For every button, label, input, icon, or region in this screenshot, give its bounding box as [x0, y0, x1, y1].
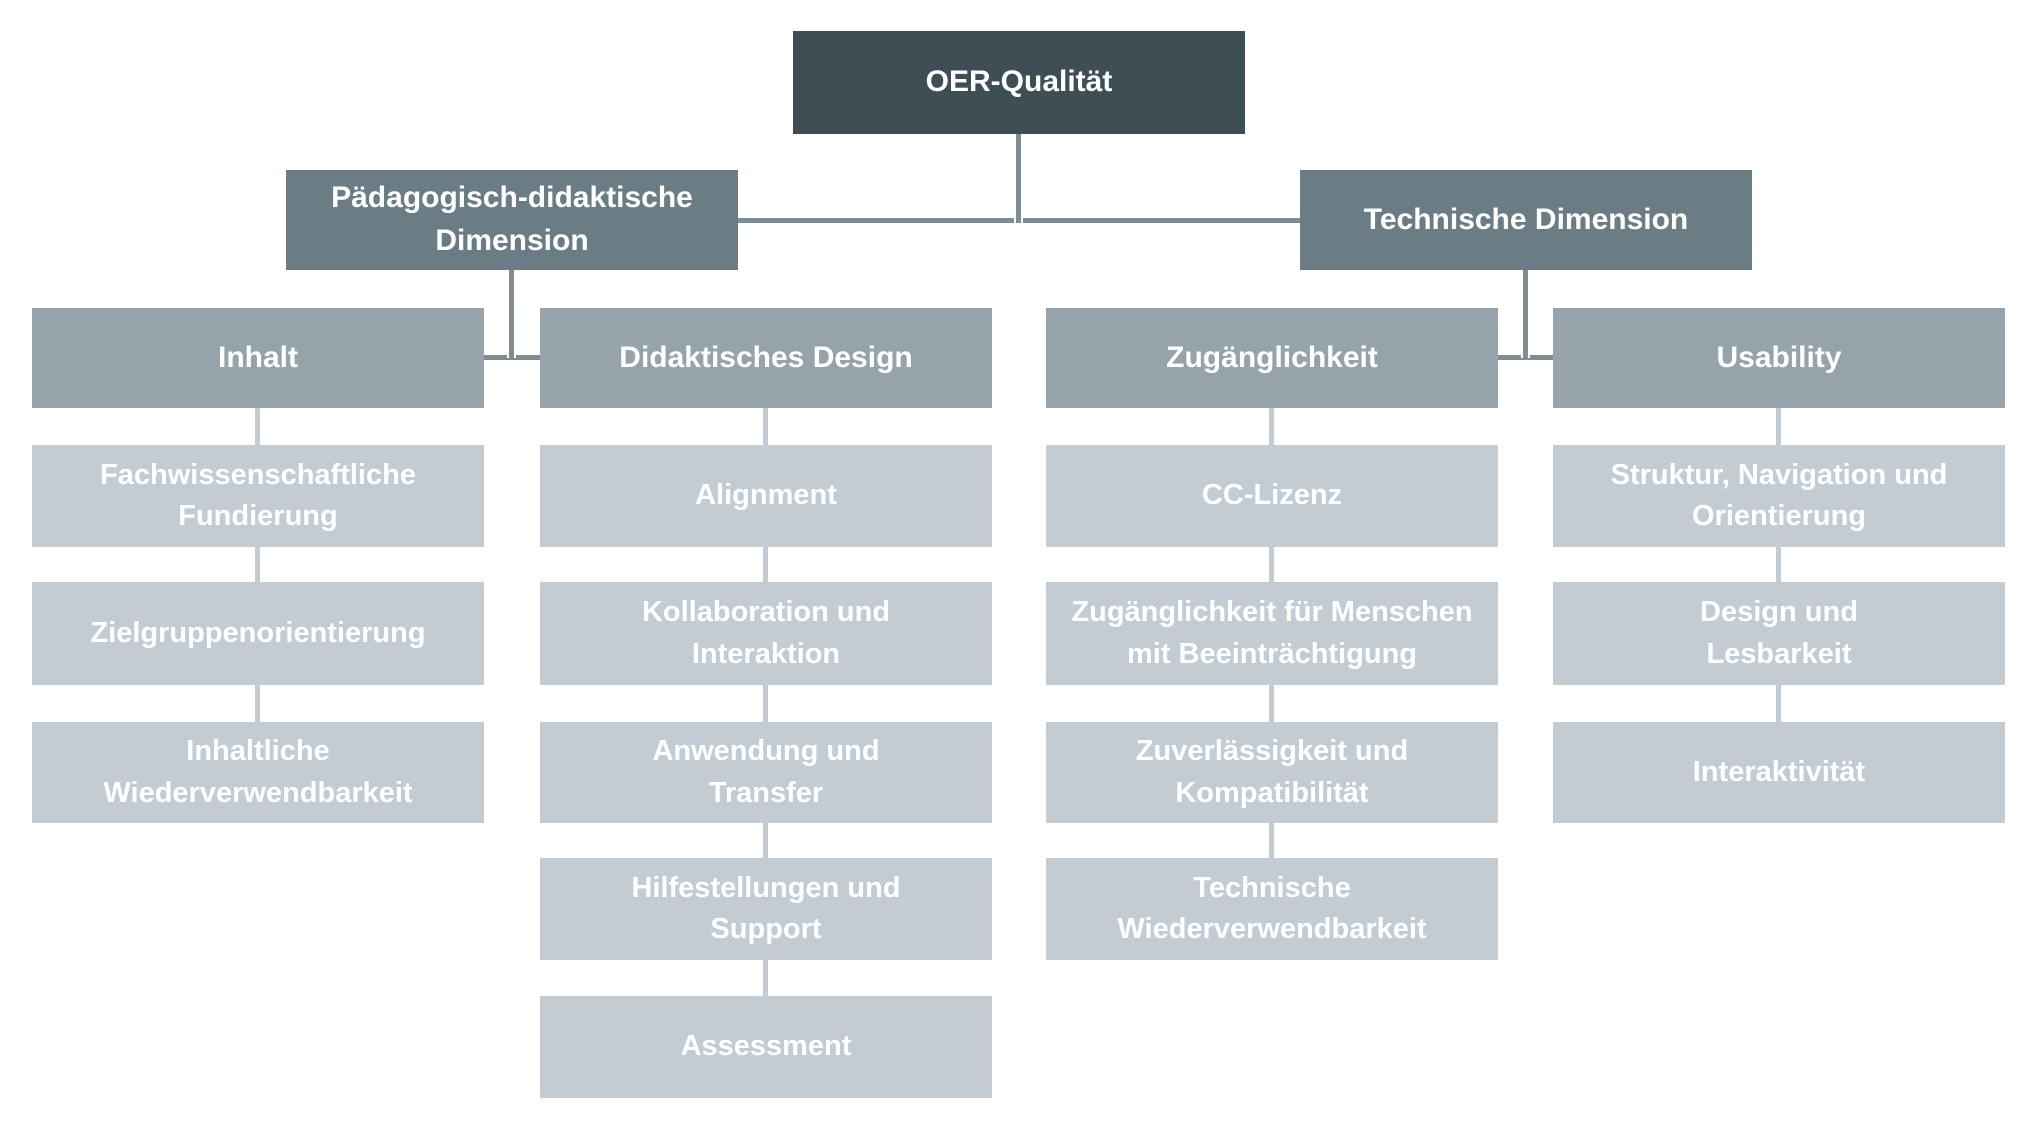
node-didaktisches-design: Didaktisches Design — [540, 308, 992, 408]
node-struktur-navigation-orientierung: Struktur, Navigation und Orientierung — [1553, 445, 2005, 547]
node-paedagogisch-didaktische-dimension: Pädagogisch-didaktische Dimension — [286, 170, 738, 270]
node-zuverlaessigkeit-und-kompatibilitaet: Zuverlässigkeit und Kompatibilität — [1046, 722, 1498, 823]
node-assessment: Assessment — [540, 996, 992, 1098]
node-inhalt: Inhalt — [32, 308, 484, 408]
node-technische-dimension: Technische Dimension — [1300, 170, 1752, 270]
connector-col3-seg1 — [1269, 408, 1274, 445]
node-anwendung-und-transfer: Anwendung und Transfer — [540, 722, 992, 823]
connector-col3-seg3 — [1269, 685, 1274, 722]
connector-col2-seg4 — [763, 823, 768, 858]
node-kollaboration-und-interaktion: Kollaboration und Interaktion — [540, 582, 992, 685]
connector-col4-seg3 — [1776, 685, 1781, 722]
node-oer-qualitaet: OER-Qualität — [793, 31, 1245, 134]
connector-col4-seg1 — [1776, 408, 1781, 445]
connector-dim1-vertical — [509, 270, 514, 358]
node-alignment: Alignment — [540, 445, 992, 547]
node-zugaenglichkeit: Zugänglichkeit — [1046, 308, 1498, 408]
connector-col2-seg5 — [763, 960, 768, 996]
node-usability: Usability — [1553, 308, 2005, 408]
connector-col3-seg4 — [1269, 823, 1274, 858]
connector-col1-seg1 — [255, 408, 260, 445]
node-interaktivitaet: Interaktivität — [1553, 722, 2005, 823]
node-inhaltliche-wiederverwendbarkeit: Inhaltliche Wiederverwendbarkeit — [32, 722, 484, 823]
node-zielgruppenorientierung: Zielgruppenorientierung — [32, 582, 484, 685]
connector-col4-seg2 — [1776, 547, 1781, 582]
node-technische-wiederverwendbarkeit: Technische Wiederverwendbarkeit — [1046, 858, 1498, 960]
node-design-und-lesbarkeit: Design und Lesbarkeit — [1553, 582, 2005, 685]
node-fachwissenschaftliche-fundierung: Fachwissenschaftliche Fundierung — [32, 445, 484, 547]
connector-col2-seg1 — [763, 408, 768, 445]
connector-col2-seg3 — [763, 685, 768, 722]
node-hilfestellungen-und-support: Hilfestellungen und Support — [540, 858, 992, 960]
connector-root-vertical — [1016, 134, 1021, 223]
connector-col2-seg2 — [763, 547, 768, 582]
connector-col1-seg3 — [255, 685, 260, 722]
connector-col3-seg2 — [1269, 547, 1274, 582]
node-cc-lizenz: CC-Lizenz — [1046, 445, 1498, 547]
connector-col1-seg2 — [255, 547, 260, 582]
node-zugaenglichkeit-fuer-menschen: Zugänglichkeit für Menschen mit Beeinträ… — [1046, 582, 1498, 685]
connector-dim2-vertical — [1523, 270, 1528, 358]
